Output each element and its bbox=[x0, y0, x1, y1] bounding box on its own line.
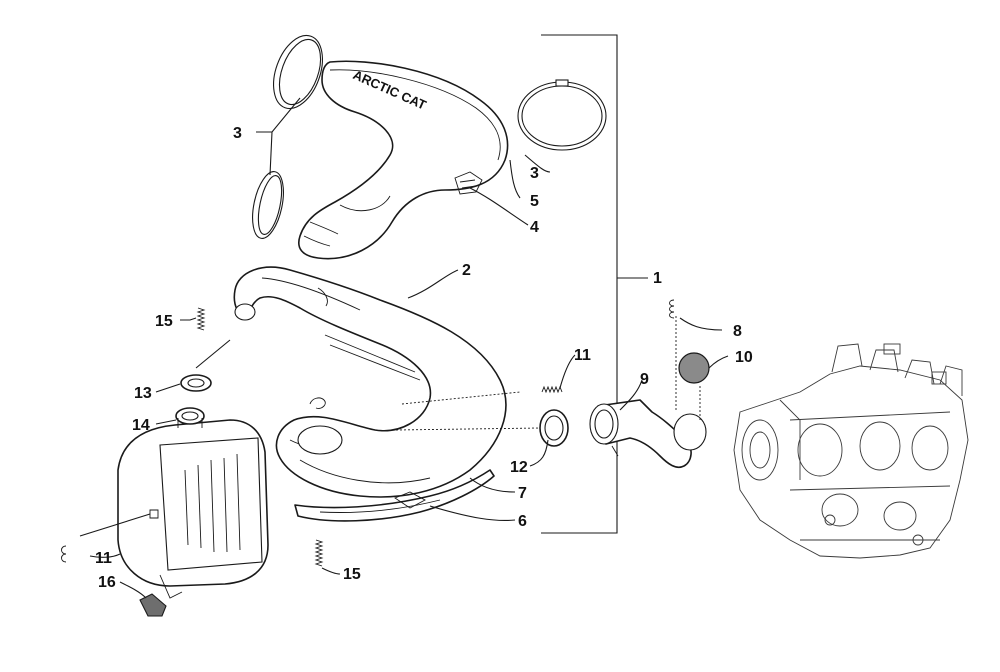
callout-11-top: 11 bbox=[574, 347, 591, 364]
assembly-bracket bbox=[541, 34, 648, 534]
callout-15-top: 15 bbox=[155, 313, 173, 330]
callout-12: 12 bbox=[510, 459, 528, 476]
callout-5: 5 bbox=[530, 193, 539, 210]
callout-16: 16 bbox=[98, 574, 116, 591]
spring-upper-left bbox=[196, 307, 206, 331]
callout-4: 4 bbox=[530, 219, 539, 236]
callout-3-right: 3 bbox=[530, 165, 539, 182]
seal-ring bbox=[539, 409, 569, 447]
muffler-mount bbox=[139, 593, 167, 617]
expansion-chamber bbox=[233, 266, 507, 498]
engine bbox=[733, 343, 969, 559]
callout-6: 6 bbox=[518, 513, 527, 530]
exhaust-gasket bbox=[678, 352, 710, 384]
spring-upper-right bbox=[541, 385, 563, 394]
callout-11-bottom: 11 bbox=[95, 550, 112, 567]
callout-2: 2 bbox=[462, 262, 471, 279]
callout-7: 7 bbox=[518, 485, 527, 502]
callout-13: 13 bbox=[134, 385, 152, 402]
lower-heat-shield bbox=[294, 469, 495, 522]
clamp-upper-left bbox=[273, 34, 323, 110]
callout-1: 1 bbox=[653, 270, 662, 287]
callout-9: 9 bbox=[640, 371, 649, 388]
spring-top-right bbox=[669, 299, 675, 319]
spring-lower-right bbox=[314, 539, 324, 567]
callout-3-left: 3 bbox=[233, 125, 242, 142]
exhaust-manifold bbox=[589, 399, 707, 469]
callout-10: 10 bbox=[735, 349, 753, 366]
exhaust-cover: ARCTIC CAT bbox=[298, 60, 509, 260]
callout-8: 8 bbox=[733, 323, 742, 340]
muffler bbox=[117, 407, 269, 599]
clamp-right bbox=[517, 79, 607, 151]
callout-14: 14 bbox=[132, 417, 150, 434]
clamp-lower-left bbox=[252, 171, 284, 239]
spring-lower-left bbox=[61, 545, 67, 563]
decal-emblem bbox=[454, 171, 483, 195]
callout-15-bottom: 15 bbox=[343, 566, 361, 583]
grommet-ring bbox=[180, 374, 212, 392]
